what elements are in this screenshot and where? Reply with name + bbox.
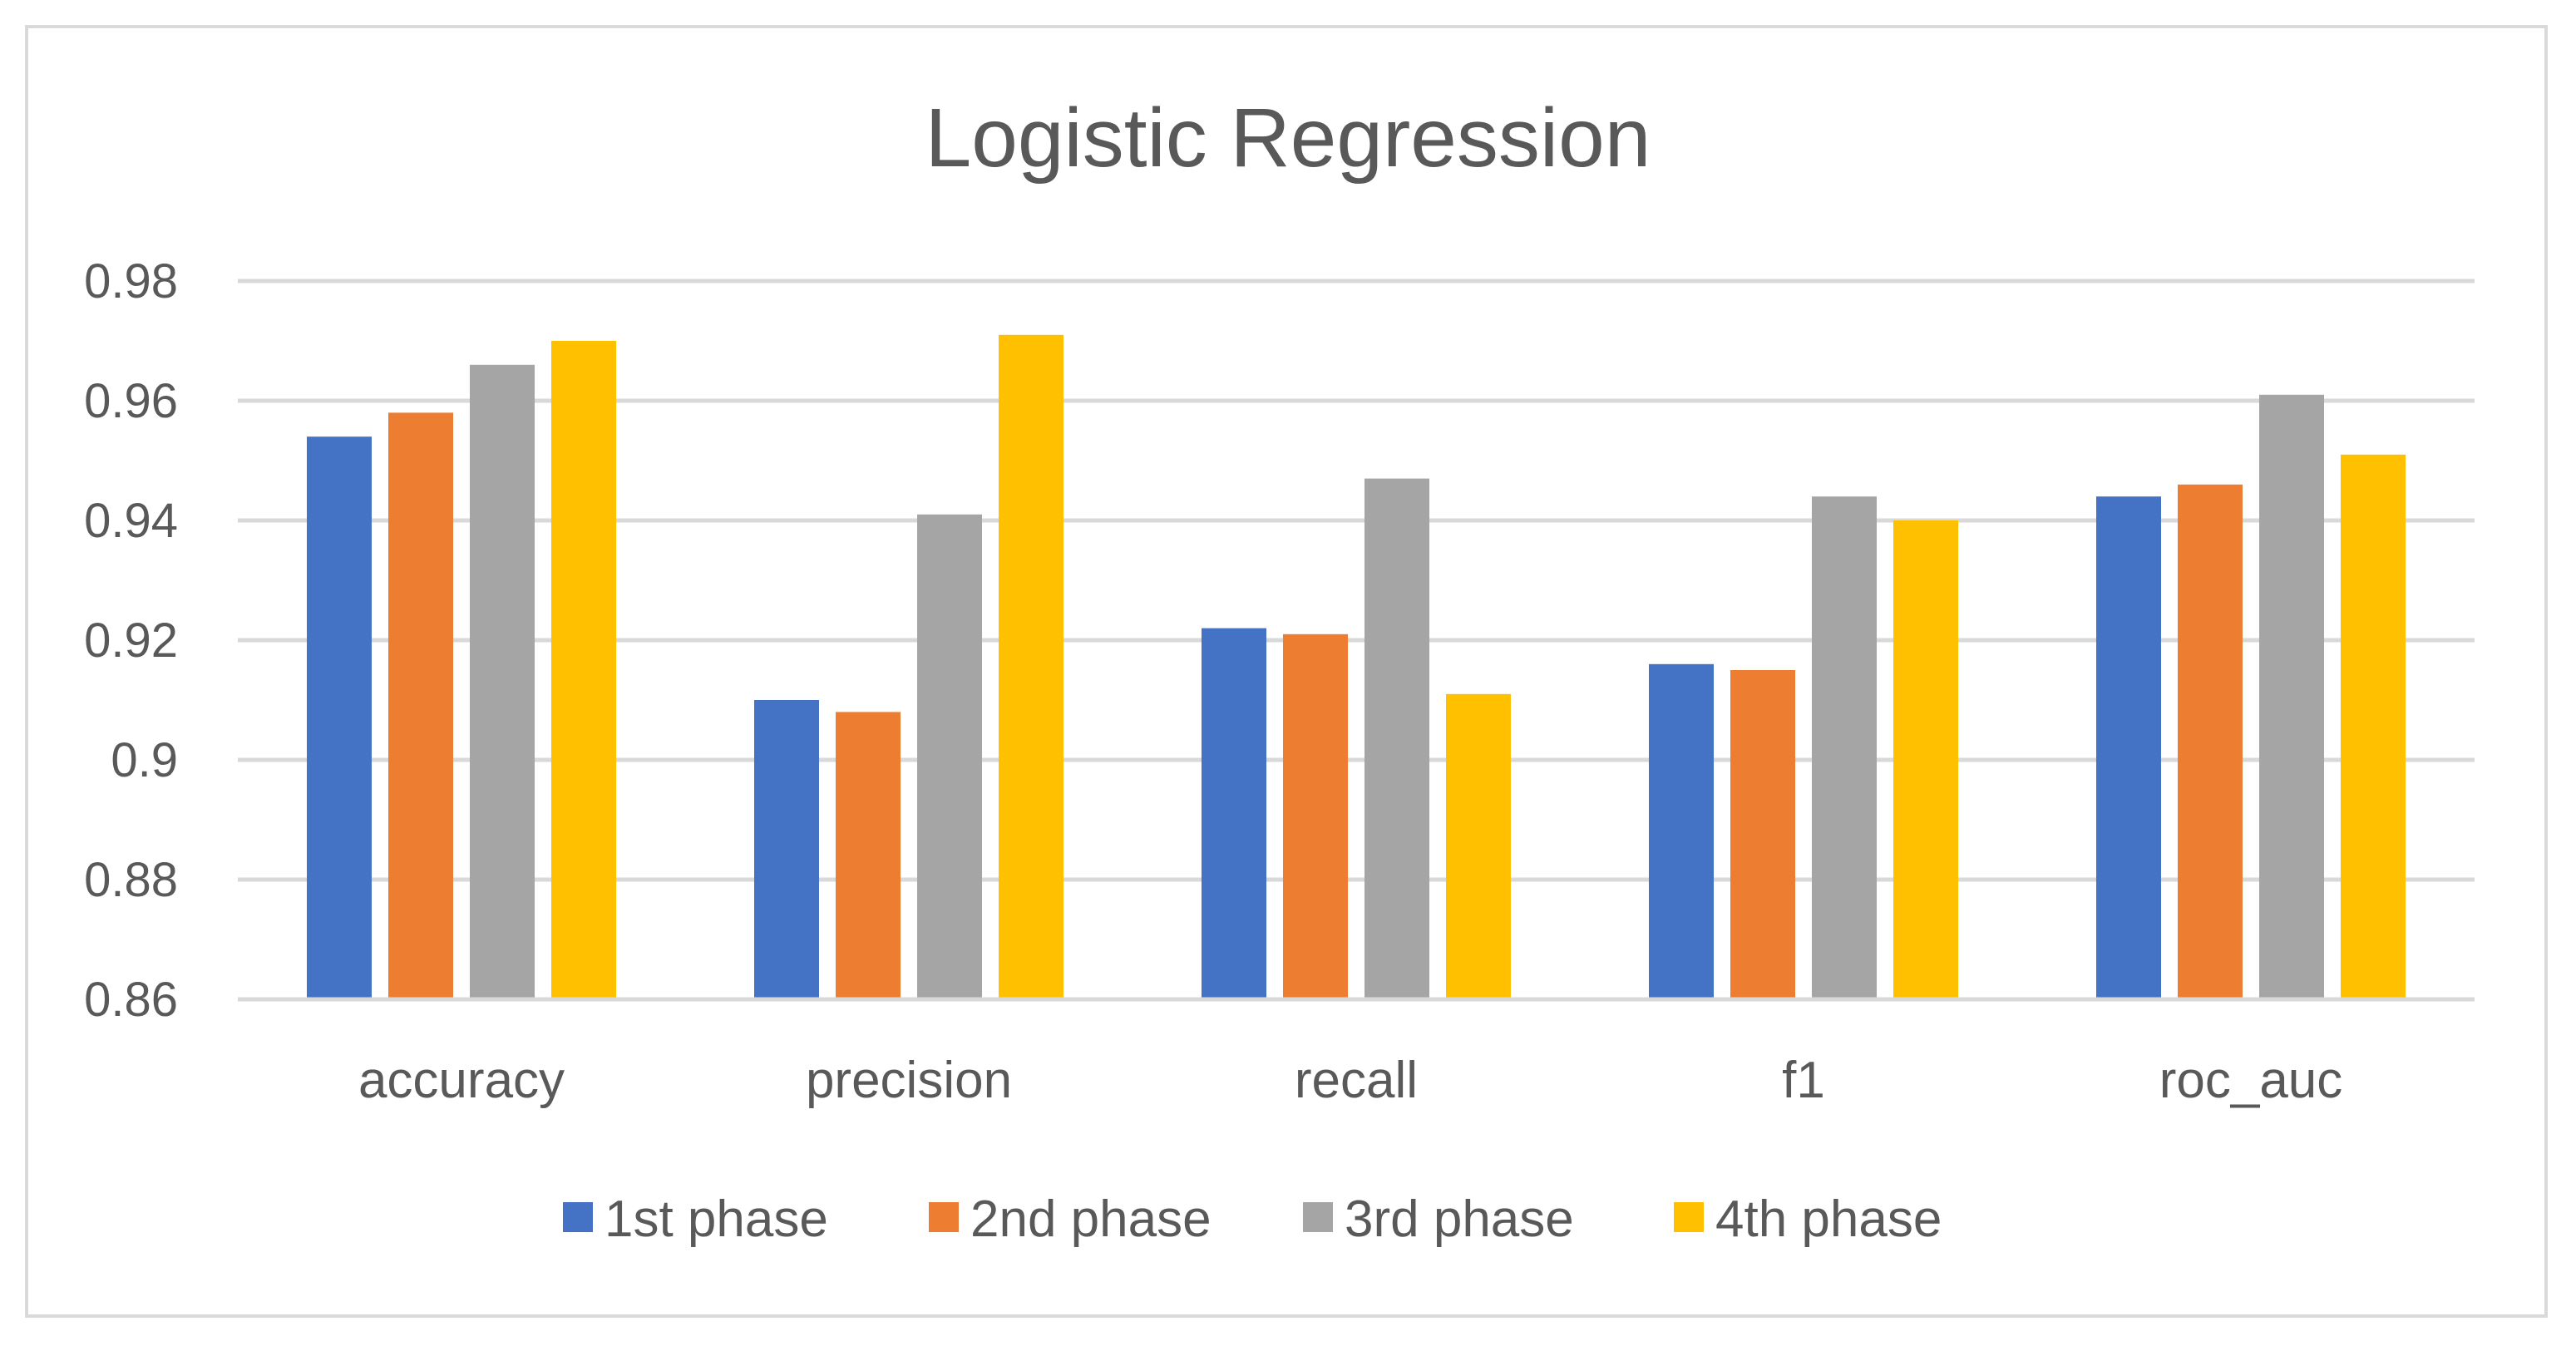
y-tick-label: 0.9 <box>111 733 178 787</box>
bar-accuracy-series-4 <box>551 341 616 999</box>
bar-roc-auc-series-1 <box>2096 496 2161 999</box>
legend-swatch <box>1674 1202 1704 1232</box>
bar-f1-series-2 <box>1730 670 1795 999</box>
legend-swatch <box>1303 1202 1333 1232</box>
x-category-label: precision <box>806 1052 1012 1109</box>
bar-accuracy-series-1 <box>307 436 372 999</box>
bar-precision-series-1 <box>754 700 819 999</box>
bar-recall-series-2 <box>1283 634 1348 999</box>
bar-precision-series-4 <box>999 334 1063 999</box>
legend-label: 1st phase <box>605 1191 828 1248</box>
legend-item: 2nd phase <box>929 1191 1212 1248</box>
bar-accuracy-series-2 <box>388 412 453 999</box>
y-tick-label: 0.92 <box>84 614 178 668</box>
y-tick-label: 0.88 <box>84 853 178 907</box>
legend-label: 3rd phase <box>1345 1191 1574 1248</box>
y-tick-label: 0.94 <box>84 494 178 548</box>
legend-label: 2nd phase <box>970 1191 1212 1248</box>
x-category-label: f1 <box>1782 1052 1825 1109</box>
x-category-label: recall <box>1295 1052 1418 1109</box>
bar-f1-series-1 <box>1649 663 1714 999</box>
x-axis-category-labels: accuracy precision recall f1 roc_auc <box>358 1052 2342 1109</box>
legend-item: 4th phase <box>1674 1191 1942 1248</box>
legend-swatch <box>563 1202 593 1232</box>
bar-roc-auc-series-4 <box>2341 454 2406 999</box>
bar-f1-series-4 <box>1893 520 1958 999</box>
legend-item: 1st phase <box>563 1191 828 1248</box>
bar-roc-auc-series-2 <box>2178 484 2243 999</box>
bar-accuracy-series-3 <box>470 364 535 999</box>
y-tick-label: 0.86 <box>84 973 178 1027</box>
bar-recall-series-3 <box>1364 478 1429 999</box>
chart-title: Logistic Regression <box>925 91 1651 185</box>
bar-recall-series-1 <box>1202 628 1266 999</box>
bars <box>307 334 2406 999</box>
bar-recall-series-4 <box>1446 693 1511 999</box>
bar-f1-series-3 <box>1812 496 1877 999</box>
x-category-label: accuracy <box>358 1052 565 1109</box>
legend-swatch <box>929 1202 959 1232</box>
bar-roc-auc-series-3 <box>2259 394 2324 999</box>
x-category-label: roc_auc <box>2159 1052 2343 1109</box>
legend: 1st phase 2nd phase 3rd phase 4th phase <box>563 1191 1942 1248</box>
legend-label: 4th phase <box>1715 1191 1942 1248</box>
y-axis-tick-labels: 0.86 0.88 0.9 0.92 0.94 0.96 0.98 <box>84 254 178 1027</box>
y-tick-label: 0.96 <box>84 374 178 428</box>
bar-precision-series-2 <box>836 712 901 999</box>
y-tick-label: 0.98 <box>84 254 178 308</box>
legend-item: 3rd phase <box>1303 1191 1574 1248</box>
bar-precision-series-3 <box>917 514 982 999</box>
